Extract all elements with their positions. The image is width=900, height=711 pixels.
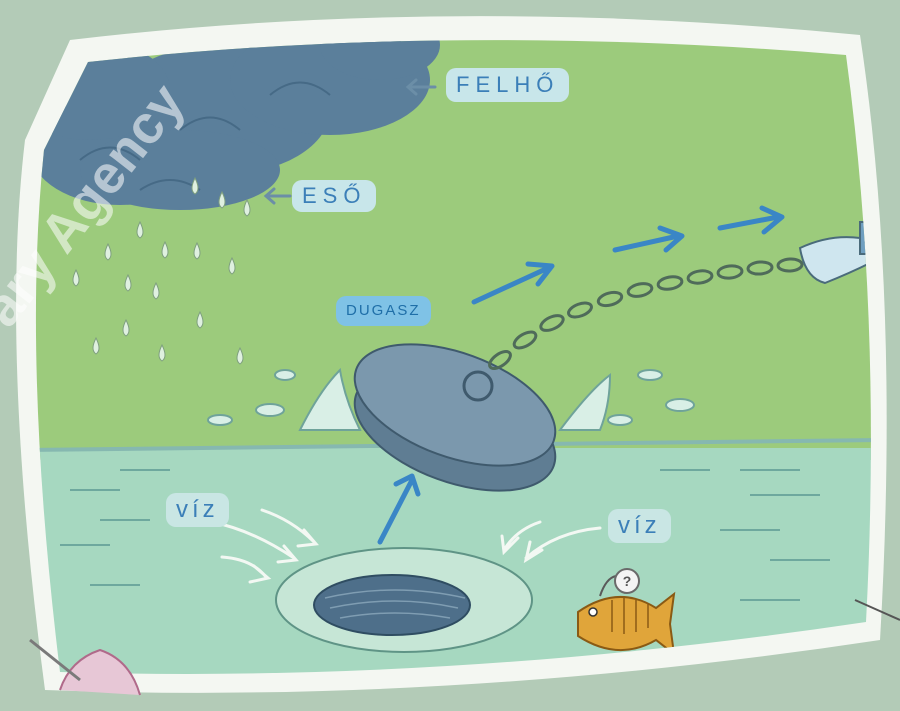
label-dugasz: DUGASZ (336, 296, 431, 326)
label-viz-right: víz (608, 509, 671, 543)
label-felho: FELHŐ (446, 68, 569, 102)
question-mark-bubble: ? (614, 568, 640, 594)
label-viz-left: víz (166, 493, 229, 527)
label-eso: ESŐ (292, 180, 376, 212)
drain-hole (276, 548, 532, 652)
